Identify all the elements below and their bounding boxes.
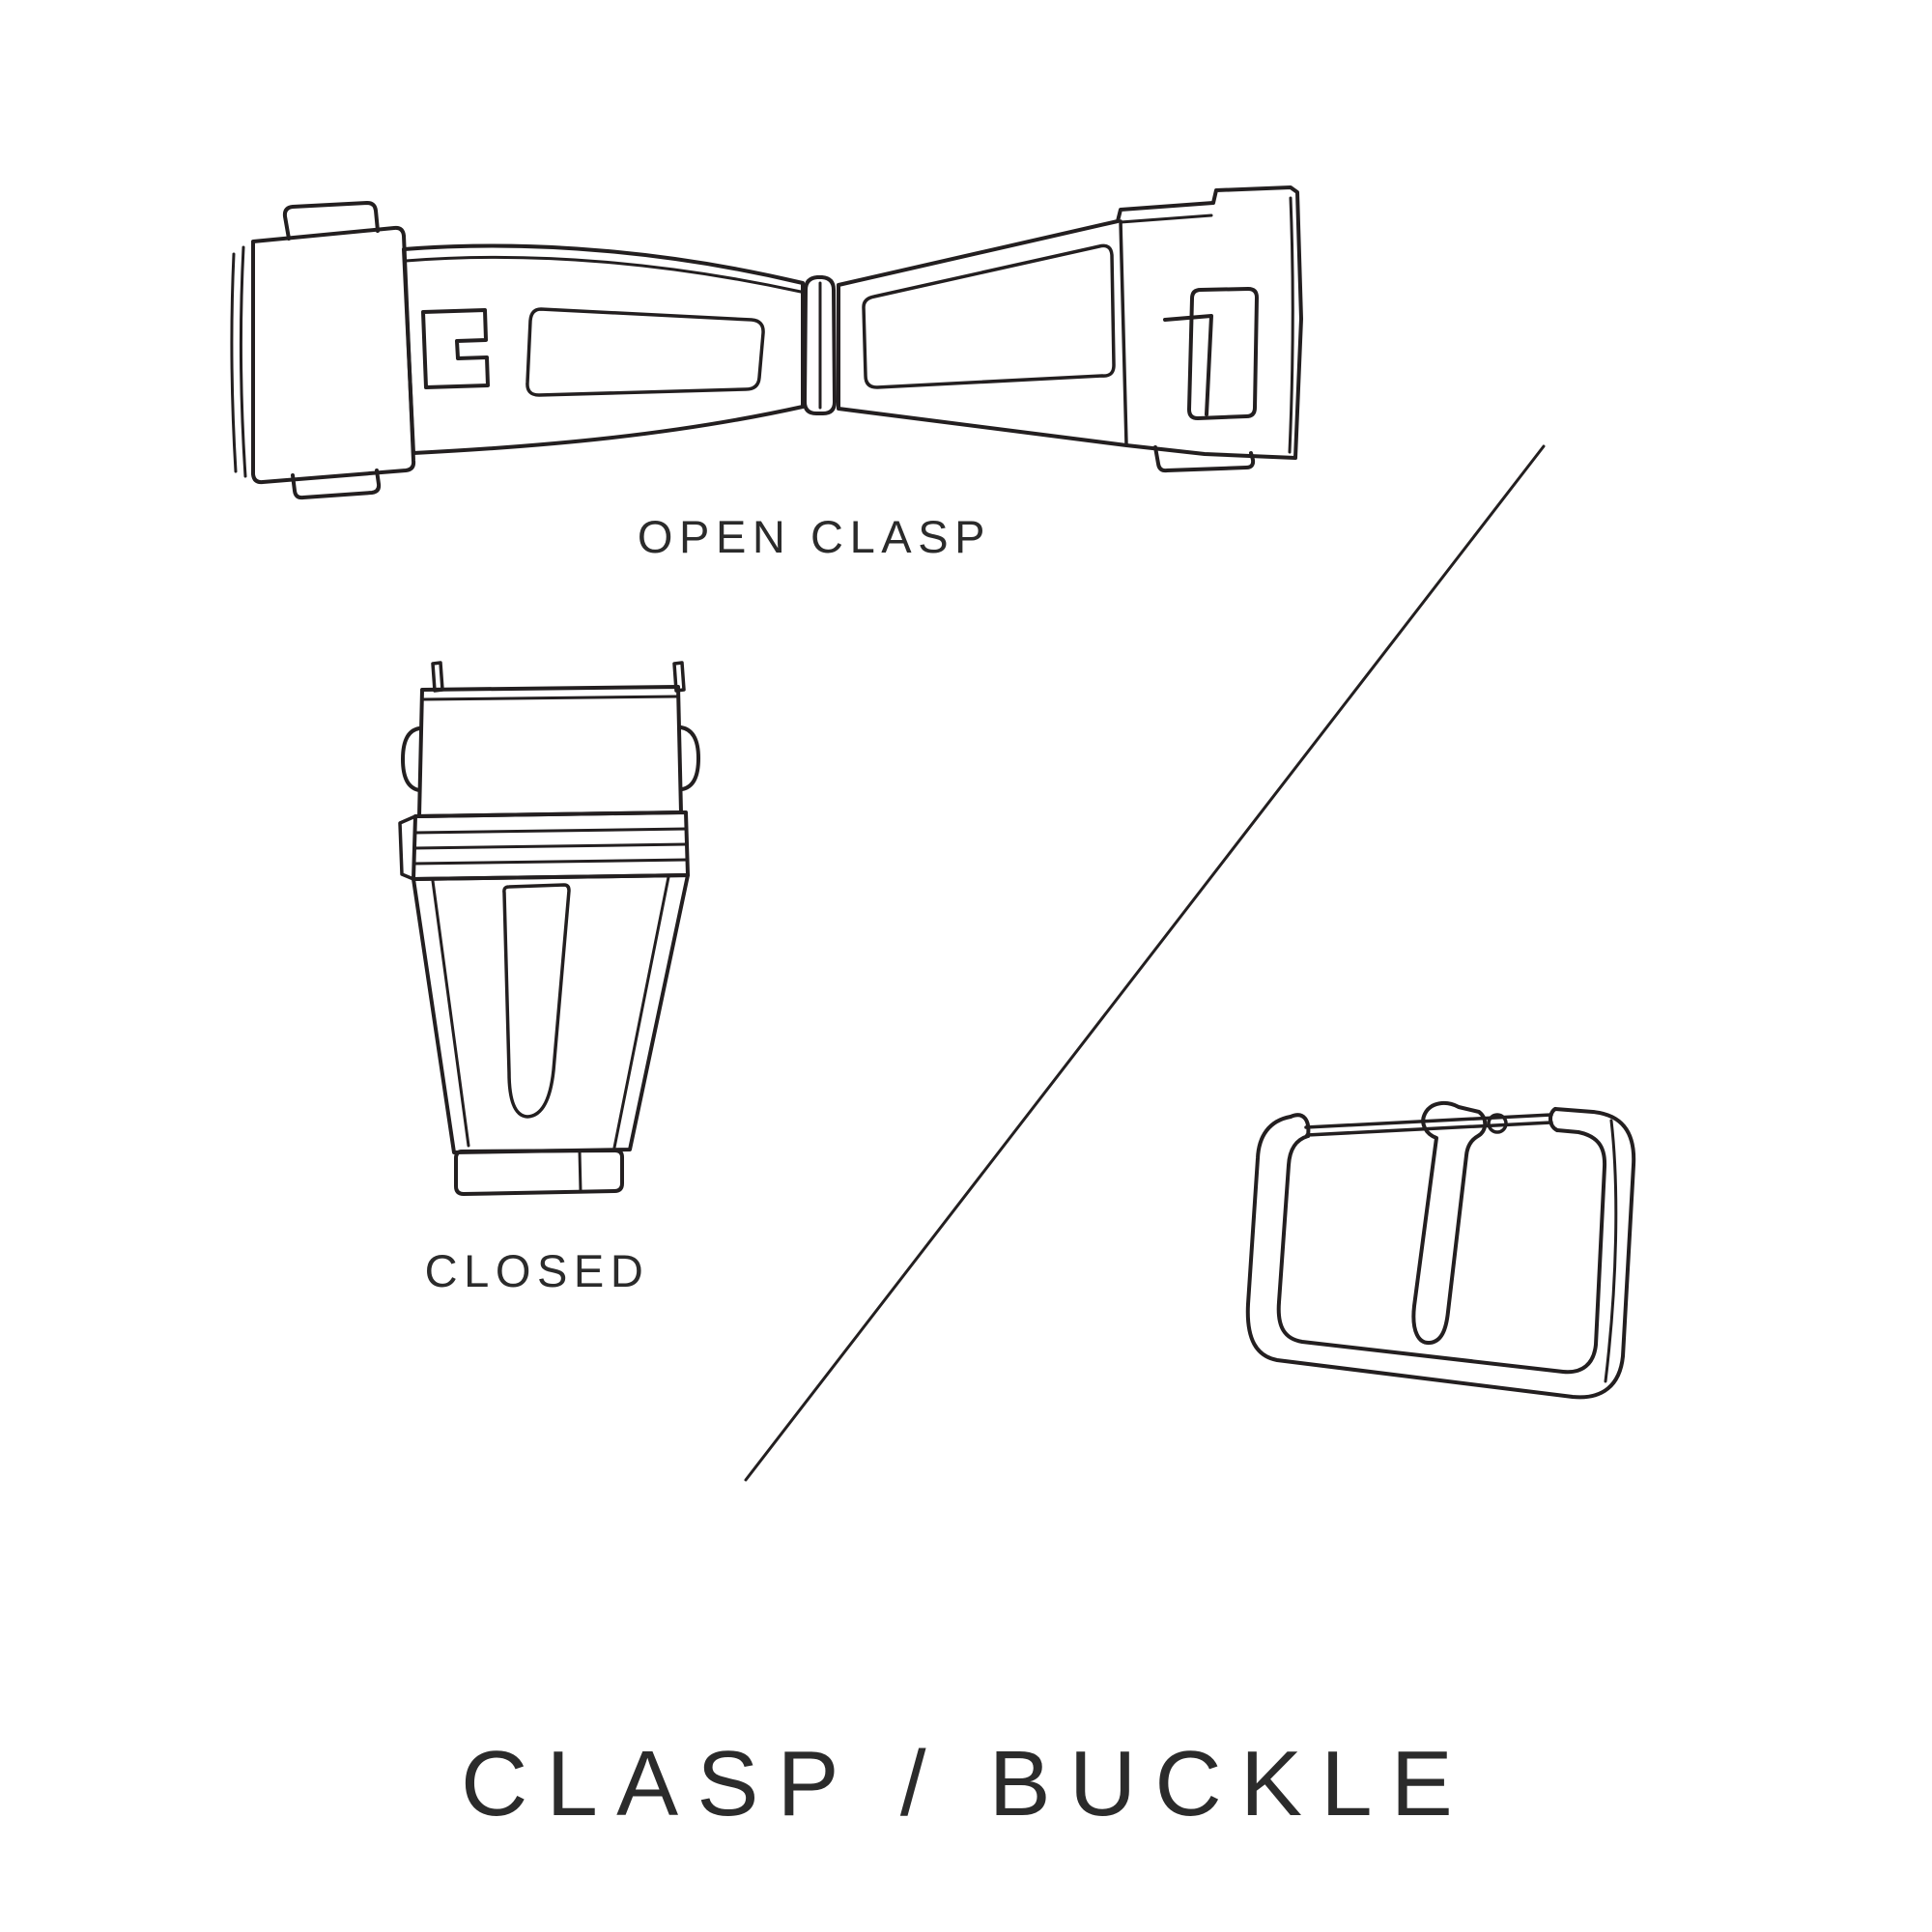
closed-clasp-band-line-3	[412, 858, 690, 866]
closed-clasp-prong-left	[431, 661, 444, 693]
closed-clasp-caption: CLOSED	[424, 1245, 650, 1296]
closed-clasp-foot	[454, 1149, 624, 1196]
open-clasp-caption: OPEN CLASP	[637, 511, 992, 562]
open-clasp-left-cover-edge-outer	[230, 252, 238, 473]
closed-clasp-illustration	[398, 661, 700, 1196]
closed-clasp-body	[412, 873, 690, 1154]
closed-clasp-band-fold	[398, 814, 417, 881]
buckle-illustration	[1245, 1100, 1636, 1400]
closed-clasp-top-block-line	[422, 695, 679, 701]
open-clasp-right-step-line	[1119, 213, 1213, 224]
closed-clasp-slot	[502, 883, 571, 1119]
open-clasp-left-blade-cutout	[526, 307, 765, 397]
page-title: CLASP / BUCKLE	[460, 1732, 1472, 1835]
buckle-pin-bar-top	[1304, 1113, 1553, 1129]
closed-clasp-top-block	[417, 685, 683, 818]
open-clasp-left-blade	[402, 243, 805, 455]
closed-clasp-body-edge-left	[431, 879, 470, 1148]
closed-clasp-ear-right	[679, 725, 700, 791]
open-clasp-illustration	[230, 185, 1303, 500]
buckle-frame-outer	[1245, 1107, 1636, 1400]
buckle-tang-ring	[1487, 1113, 1508, 1134]
closed-clasp-body-edge-right	[612, 875, 670, 1150]
buckle-left-cap	[1289, 1113, 1311, 1138]
open-clasp-hook	[1163, 314, 1213, 416]
closed-clasp-prong-right	[672, 661, 686, 693]
closed-clasp-band-line-1	[412, 827, 689, 835]
buckle-frame-inner	[1276, 1128, 1607, 1375]
open-clasp-right-edge-line	[1288, 196, 1294, 454]
open-clasp-catch-hole	[1187, 287, 1259, 420]
buckle-pin-bar-bottom	[1305, 1121, 1553, 1137]
open-clasp-left-cover-edge	[239, 245, 247, 478]
buckle-right-cap	[1548, 1107, 1559, 1132]
open-clasp-right-divider	[1119, 219, 1128, 446]
closed-clasp-band-line-2	[412, 842, 689, 850]
buckle-tang	[1411, 1100, 1488, 1345]
closed-clasp-ear-left	[401, 726, 421, 792]
open-clasp-right-blade-cutout	[862, 243, 1116, 389]
open-clasp-bottom-tab	[291, 469, 382, 500]
open-clasp-left-cover	[251, 225, 416, 485]
open-clasp-left-blade-edge	[404, 255, 803, 294]
open-clasp-hinge	[803, 275, 837, 415]
closed-clasp-foot-line	[578, 1150, 582, 1193]
open-clasp-left-blade-catch	[421, 308, 490, 389]
divider-line	[744, 444, 1546, 1482]
buckle-right-slab-line	[1604, 1119, 1618, 1383]
open-clasp-right-bottom-tab	[1153, 445, 1256, 473]
open-clasp-top-tab	[282, 201, 380, 241]
